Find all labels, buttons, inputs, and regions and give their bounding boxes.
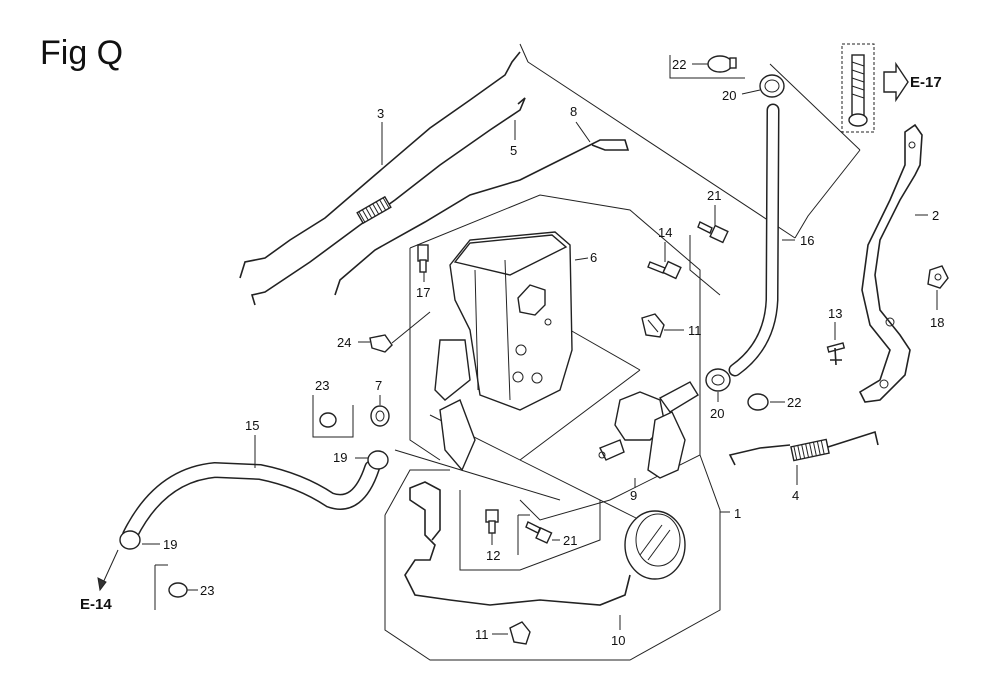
callout-6: 6 bbox=[590, 250, 597, 265]
callout-2: 2 bbox=[932, 208, 939, 223]
callout-9: 9 bbox=[630, 488, 637, 503]
bolt-group-outline bbox=[459, 490, 601, 571]
callout-23-upper: 23 bbox=[315, 378, 329, 393]
part-13-pin bbox=[826, 322, 846, 366]
callout-11-upper: 11 bbox=[688, 323, 702, 338]
part-8-choke-rod bbox=[334, 121, 630, 296]
reference-e17[interactable]: E-17 bbox=[910, 74, 942, 91]
part-2-bracket bbox=[858, 123, 928, 403]
callout-7: 7 bbox=[375, 378, 382, 393]
callout-22-lower: 22 bbox=[787, 395, 801, 410]
part-6-fuel-tank bbox=[434, 231, 589, 472]
callout-1: 1 bbox=[734, 506, 741, 521]
callout-11-lower: 11 bbox=[475, 627, 489, 642]
part-17-bolt bbox=[417, 244, 429, 282]
callout-5: 5 bbox=[510, 143, 517, 158]
callout-22-upper: 22 bbox=[672, 57, 686, 72]
callout-13: 13 bbox=[828, 306, 842, 321]
part-4-spring bbox=[728, 430, 879, 485]
callout-14: 14 bbox=[658, 225, 672, 240]
part-22-top-clip bbox=[669, 55, 745, 79]
callout-24: 24 bbox=[337, 335, 351, 350]
figure-title: Fig Q bbox=[40, 34, 124, 72]
callout-10: 10 bbox=[611, 633, 625, 648]
callout-labels: 1 2 3 4 5 6 7 8 9 10 11 11 12 13 14 15 1… bbox=[163, 57, 944, 648]
part-19-clamps bbox=[119, 450, 389, 550]
callout-23-lower: 23 bbox=[200, 583, 214, 598]
part-23-lower-clip bbox=[154, 564, 198, 610]
part-12-bolt bbox=[485, 509, 499, 545]
part-16-fuel-hose bbox=[728, 103, 795, 377]
tank-assembly-outline bbox=[409, 194, 701, 521]
callout-21-lower: 21 bbox=[563, 533, 577, 548]
part-5-spring-rod bbox=[250, 97, 526, 306]
fuel-tank-group-outline bbox=[519, 43, 861, 239]
callout-19-upper: 19 bbox=[333, 450, 347, 465]
part-11-upper-clamp bbox=[641, 313, 684, 338]
part-21-screw-lower bbox=[517, 514, 560, 555]
lower-group-outline bbox=[384, 454, 721, 661]
part-14-screw bbox=[647, 235, 721, 296]
part-9-fuel-valve bbox=[598, 381, 699, 488]
part-24-clip bbox=[358, 311, 431, 353]
part-15-hose bbox=[122, 435, 380, 543]
callout-18: 18 bbox=[930, 315, 944, 330]
e17-bolt-box bbox=[841, 43, 909, 133]
part-20-top-clamp bbox=[741, 74, 785, 98]
part-7-grommet bbox=[370, 395, 390, 427]
part-11-lower-clamp bbox=[492, 621, 531, 645]
part-20-lower-clamp bbox=[705, 368, 731, 402]
callout-21-upper: 21 bbox=[707, 188, 721, 203]
e17-arrow-icon bbox=[883, 61, 909, 103]
part-10-fuel-cap bbox=[404, 481, 730, 630]
callout-15: 15 bbox=[245, 418, 259, 433]
callout-8: 8 bbox=[570, 104, 577, 119]
part-22-lower-clip bbox=[747, 393, 785, 411]
clamp-link-line bbox=[394, 449, 561, 501]
callout-4: 4 bbox=[792, 488, 799, 503]
valve-link-line bbox=[519, 329, 641, 461]
part-23-upper-clip bbox=[312, 395, 354, 438]
part-18-nut bbox=[927, 265, 949, 310]
e14-arrow-icon bbox=[97, 549, 119, 592]
part-3-rod bbox=[239, 51, 521, 279]
callout-17: 17 bbox=[416, 285, 430, 300]
callout-12: 12 bbox=[486, 548, 500, 563]
callout-3: 3 bbox=[377, 106, 384, 121]
callout-20-lower: 20 bbox=[710, 406, 724, 421]
callout-20-upper: 20 bbox=[722, 88, 736, 103]
callout-16: 16 bbox=[800, 233, 814, 248]
group-outlines bbox=[384, 43, 861, 661]
reference-e14[interactable]: E-14 bbox=[80, 596, 112, 613]
part-21-screw-upper bbox=[697, 205, 729, 244]
callout-19-lower: 19 bbox=[163, 537, 177, 552]
